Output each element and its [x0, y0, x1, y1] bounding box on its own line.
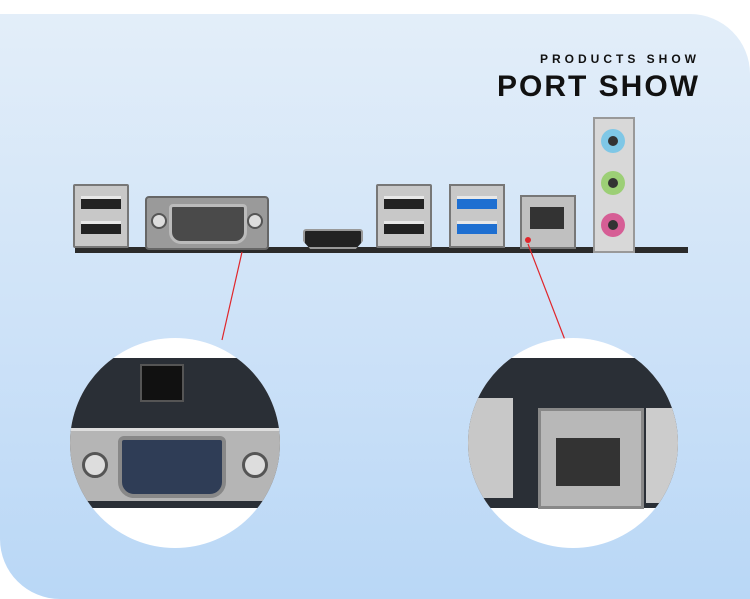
audio-mic-jack [601, 213, 625, 237]
usb-2-port-middle [376, 184, 432, 248]
lan-zoom-circle [468, 338, 678, 548]
io-bracket [75, 247, 688, 253]
section-subtitle: PRODUCTS SHOW [540, 52, 700, 66]
rj45-lan-port [520, 195, 576, 249]
lan-closeup-image [468, 358, 678, 509]
hdmi-port [303, 229, 363, 249]
audio-line-in-jack [601, 129, 625, 153]
usb-2-port-left [73, 184, 129, 248]
section-title: PORT SHOW [497, 70, 700, 103]
usb-3-port [449, 184, 505, 248]
audio-line-out-jack [601, 171, 625, 195]
audio-jack-panel [593, 117, 635, 253]
vga-port [145, 196, 269, 250]
vga-zoom-circle [70, 338, 280, 548]
vga-closeup-image [70, 358, 280, 508]
